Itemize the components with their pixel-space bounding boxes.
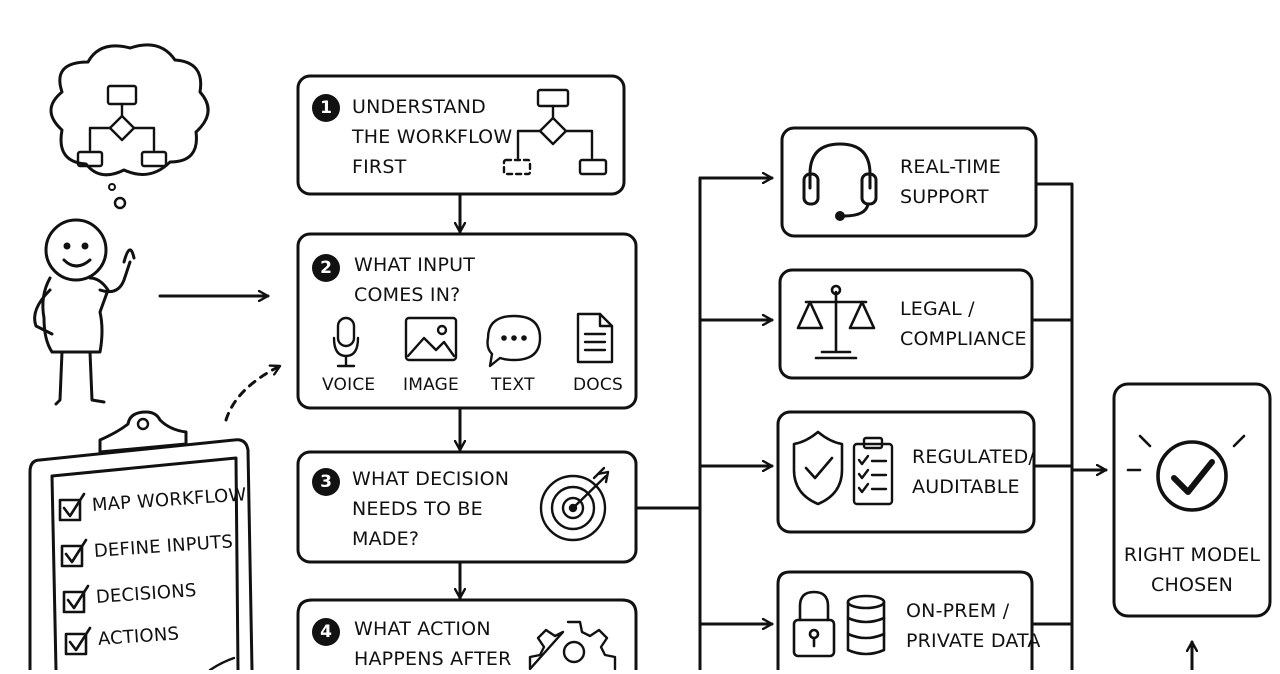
lock-icon — [792, 590, 836, 658]
input-docs-label: DOCS — [573, 375, 623, 395]
use-case-legal-label: LEGAL /COMPLIANCE — [900, 298, 1027, 350]
input-image-label: IMAGE — [403, 375, 459, 395]
step-4-box — [296, 598, 638, 670]
headset-icon — [802, 142, 878, 221]
document-icon — [576, 312, 614, 364]
use-case-onprem-box — [776, 570, 1034, 670]
stick-figure — [33, 218, 136, 406]
gear-icon — [528, 620, 617, 670]
use-case-legal-box — [778, 268, 1034, 380]
microphone-icon — [332, 316, 360, 368]
use-case-regulated-label: REGULATED/AUDITABLE — [912, 446, 1036, 498]
use-case-support-box — [780, 126, 1038, 238]
step-4-number: 4 — [312, 618, 340, 646]
thought-cloud — [49, 43, 210, 210]
step-2-box — [296, 232, 638, 410]
database-icon — [846, 594, 886, 656]
result-box — [1112, 382, 1272, 618]
checklist-dashed-arrow — [224, 366, 282, 422]
use-case-onprem-label: ON-PREM /PRIVATE DATA — [906, 600, 1041, 652]
flowchart-icon — [76, 84, 168, 168]
step-2-number: 2 — [312, 254, 340, 282]
clipboard — [28, 410, 254, 670]
use-case-regulated-box — [776, 410, 1036, 534]
merge-trunk — [1034, 182, 1074, 670]
checklist-checkboxes — [58, 492, 92, 656]
image-icon — [404, 316, 458, 362]
chat-bubble-icon — [486, 314, 542, 368]
target-icon — [539, 466, 610, 542]
input-voice-label: VOICE — [322, 375, 376, 395]
workflow-icon — [502, 88, 608, 176]
shield-icon — [792, 430, 844, 506]
checklist-partial-item — [208, 656, 236, 670]
scales-icon — [796, 284, 876, 360]
check-circle-icon — [1126, 434, 1246, 512]
step-3-number: 3 — [312, 468, 340, 496]
checklist-icon — [852, 436, 894, 506]
input-text-label: TEXT — [491, 375, 535, 395]
step-1-number: 1 — [312, 94, 340, 122]
